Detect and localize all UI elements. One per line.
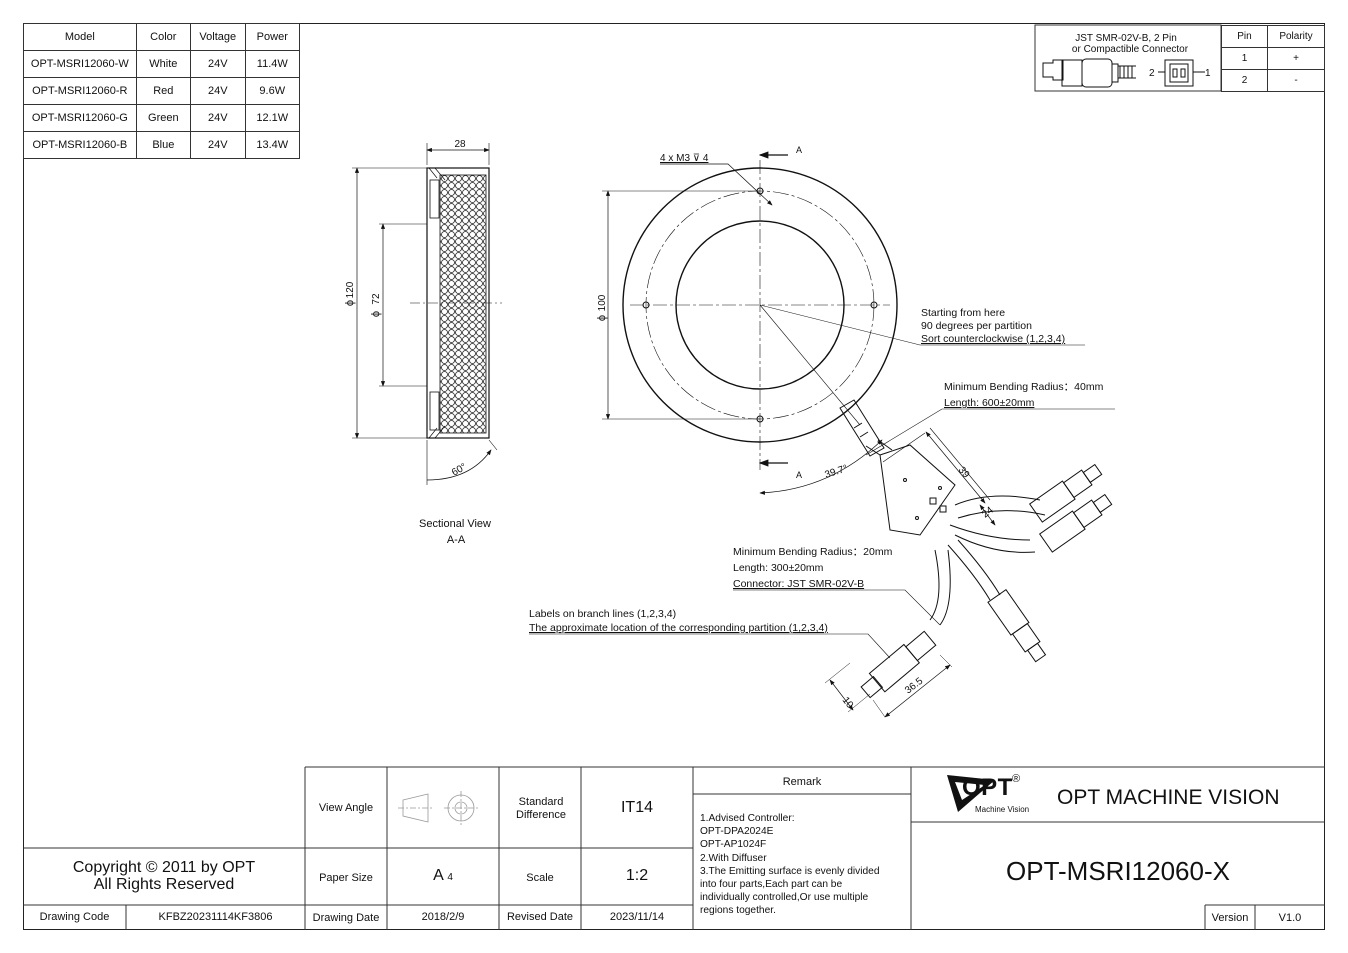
- copyright: Copyright © 2011 by OPT All Rights Reser…: [23, 859, 305, 893]
- table-row: OPT-MSRI12060-W White 24V 11.4W: [23, 50, 301, 78]
- drawing-code-value: KFBZ20231114KF3806: [158, 911, 273, 923]
- paper-size-label: Paper Size: [319, 872, 373, 884]
- section-caption-1: Sectional View: [419, 518, 491, 530]
- opt-logo: [947, 775, 995, 812]
- dim-outer: 120: [345, 281, 356, 298]
- connector-title-2: or Compactible Connector: [1072, 44, 1189, 55]
- paper-size-sub: 4: [447, 872, 453, 883]
- dim-10: 10: [840, 695, 856, 711]
- remark-line: OPT-DPA2024E: [700, 826, 774, 838]
- table-cell: 24V: [190, 77, 246, 105]
- table-cell: 11.4W: [244, 50, 301, 78]
- remark-line: 3.The Emitting surface is evenly divided: [700, 865, 880, 877]
- table-row: OPT-MSRI12060-G Green 24V 12.1W: [23, 104, 301, 132]
- spec-table-header: Model Color Voltage Power: [23, 23, 301, 51]
- logo-registered: ®: [1012, 773, 1021, 785]
- standard-difference-label: Standard Difference: [516, 796, 566, 821]
- sectional-view: 28 ϕ 120 ϕ 72 60° Sectional View A-A: [344, 139, 502, 546]
- company-name: OPT MACHINE VISION: [1057, 786, 1280, 809]
- table-cell: Blue: [135, 131, 192, 159]
- note-branch-2: Length: 300±20mm: [733, 562, 824, 574]
- note-branch-3: Connector: JST SMR-02V-B: [733, 578, 864, 590]
- note-branch-1: Minimum Bending Radius：20mm: [733, 546, 893, 558]
- note-start-2: 90 degrees per partition: [921, 320, 1032, 332]
- scale-value: 1:2: [625, 867, 649, 884]
- cable-assembly: [824, 399, 1113, 718]
- table-cell: 13.4W: [244, 131, 301, 159]
- note-labels-2: The approximate location of the correspo…: [529, 622, 828, 634]
- dim-outer-symbol: ϕ: [344, 300, 356, 306]
- copyright-line-2: All Rights Reserved: [93, 876, 235, 893]
- logo-subtext: Machine Vision: [975, 805, 1030, 814]
- remark-label: Remark: [782, 776, 822, 788]
- table-cell: OPT-MSRI12060-R: [23, 77, 137, 105]
- standard-difference-value: IT14: [620, 799, 653, 816]
- connector-icon: [1042, 58, 1205, 88]
- version-label: Version: [1211, 912, 1249, 924]
- product-code: OPT-MSRI12060-X: [1006, 856, 1230, 886]
- view-angle-icon: [398, 791, 478, 825]
- remark-list: 1.Advised Controller: OPT-DPA2024E OPT-A…: [700, 812, 910, 918]
- dim-diameter-symbol: ϕ: [596, 315, 608, 321]
- section-caption-2: A-A: [447, 534, 466, 546]
- revised-date-label: Revised Date: [506, 911, 574, 923]
- table-row: 2 -: [1221, 69, 1325, 92]
- note-start-1: Starting from here: [921, 307, 1005, 319]
- logo-text: OPT: [962, 774, 1013, 801]
- section-angle: 60°: [450, 462, 469, 479]
- table-row: OPT-MSRI12060-B Blue 24V 13.4W: [23, 131, 301, 159]
- table-cell: OPT-MSRI12060-G: [23, 104, 137, 132]
- hole-note: 4 x M3 ⊽ 4: [660, 153, 709, 164]
- table-cell: White: [135, 50, 192, 78]
- table-row: 1 +: [1221, 47, 1325, 70]
- remark-line: individually controlled,Or use multiple: [700, 892, 869, 904]
- section-mark-bottom: A: [796, 470, 802, 480]
- dim-inner: 72: [371, 293, 382, 305]
- pin-label-1: 1: [1205, 68, 1211, 79]
- remark-line: regions together.: [700, 905, 776, 917]
- table-cell: 24V: [190, 131, 246, 159]
- drawing-date-value: 2018/2/9: [421, 911, 465, 923]
- dim-angle: 39.7°: [824, 463, 850, 481]
- table-cell: 24V: [190, 104, 246, 132]
- pin-polarity-table: Pin Polarity 1 + 2 -: [1221, 25, 1325, 92]
- front-view: A A 4 x M3 ⊽ 4 ϕ 100 39.7° Starting from…: [596, 145, 1115, 495]
- connector-box: JST SMR-02V-B, 2 Pin or Compactible Conn…: [1034, 24, 1222, 92]
- col-header: Color: [135, 23, 192, 51]
- paper-size-value: A 4: [387, 867, 499, 885]
- scale-label: Scale: [526, 872, 554, 884]
- paper-size-letter: A: [433, 867, 443, 884]
- remark-line: into four parts,Each part can be: [700, 879, 843, 891]
- table-cell: -: [1267, 69, 1325, 92]
- view-angle-label: View Angle: [318, 802, 374, 814]
- dim-width: 28: [454, 139, 466, 150]
- version-value: V1.0: [1278, 912, 1302, 924]
- drawing-date-label: Drawing Date: [312, 912, 380, 924]
- section-mark-top: A: [796, 145, 802, 155]
- title-block: [23, 766, 1325, 930]
- table-row: OPT-MSRI12060-R Red 24V 9.6W: [23, 77, 301, 105]
- remark-line: 1.Advised Controller:: [700, 813, 795, 824]
- revised-date-value: 2023/11/14: [609, 911, 665, 923]
- note-cable-main-2: Length: 600±20mm: [944, 397, 1035, 409]
- remark-line: 2.With Diffuser: [700, 852, 767, 864]
- table-cell: OPT-MSRI12060-B: [23, 131, 137, 159]
- dim-inner-symbol: ϕ: [370, 311, 382, 317]
- remark-line: OPT-AP1024F: [700, 839, 767, 851]
- dim-24: 24: [980, 505, 996, 521]
- pin-label-2: 2: [1149, 68, 1155, 79]
- dim-39: 39: [956, 465, 972, 481]
- drawing-code-label: Drawing Code: [39, 911, 110, 923]
- note-cable-main-1: Minimum Bending Radius：40mm: [944, 381, 1104, 393]
- note-labels-1: Labels on branch lines (1,2,3,4): [529, 608, 676, 620]
- spec-table: Model Color Voltage Power OPT-MSRI12060-…: [23, 23, 301, 159]
- note-start-3: Sort counterclockwise (1,2,3,4): [921, 333, 1065, 345]
- drawing-frame: [23, 23, 1325, 930]
- table-cell: 2: [1221, 69, 1268, 92]
- copyright-line-1: Copyright © 2011 by OPT: [72, 859, 256, 876]
- dim-diameter: 100: [597, 294, 608, 311]
- connector-title-1: JST SMR-02V-B, 2 Pin: [1075, 33, 1177, 44]
- table-cell: Green: [135, 104, 192, 132]
